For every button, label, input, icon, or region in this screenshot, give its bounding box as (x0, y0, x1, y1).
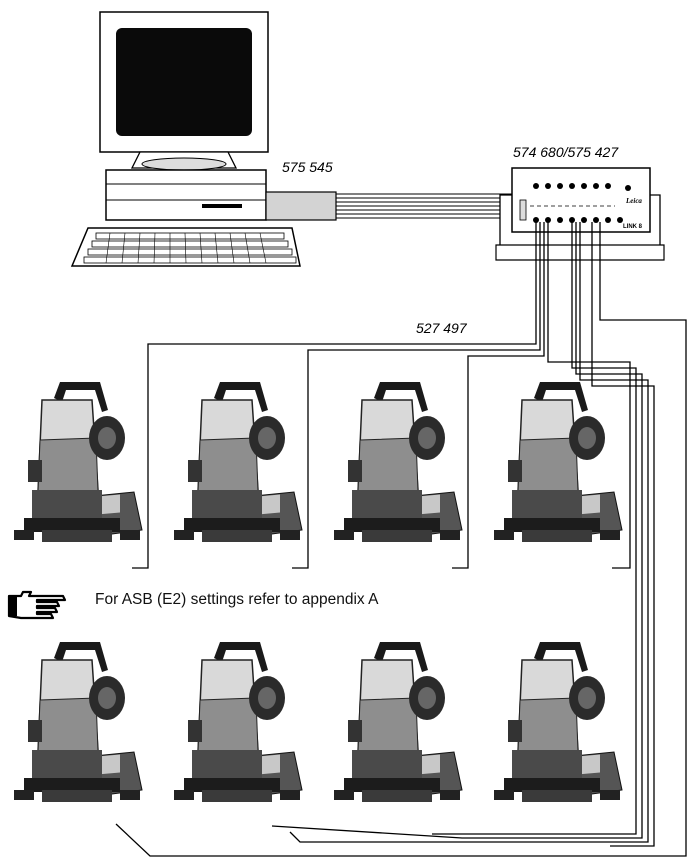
asb-settings-note: For ASB (E2) settings refer to appendix … (95, 591, 379, 608)
computer (70, 11, 301, 267)
link-box-brand: Leica (625, 197, 642, 205)
cable-adapter (265, 191, 337, 221)
pc-cable-bundle (336, 193, 512, 219)
instrument-cables (115, 222, 687, 857)
cable-pc-label: 575 545 (282, 159, 333, 175)
total-station-3 (333, 381, 463, 543)
total-station-7 (333, 641, 463, 803)
cable-instruments-label: 527 497 (416, 320, 468, 336)
total-station-8 (493, 641, 623, 803)
link-box-code-label: 574 680/575 427 (513, 144, 619, 160)
total-station-5 (13, 641, 143, 803)
pointing-hand-icon (7, 590, 67, 620)
total-station-6 (173, 641, 303, 803)
link-box-name: LINK 8 (623, 224, 643, 230)
total-station-2 (173, 381, 303, 543)
total-station-4 (493, 381, 623, 543)
total-station-1 (13, 381, 143, 543)
